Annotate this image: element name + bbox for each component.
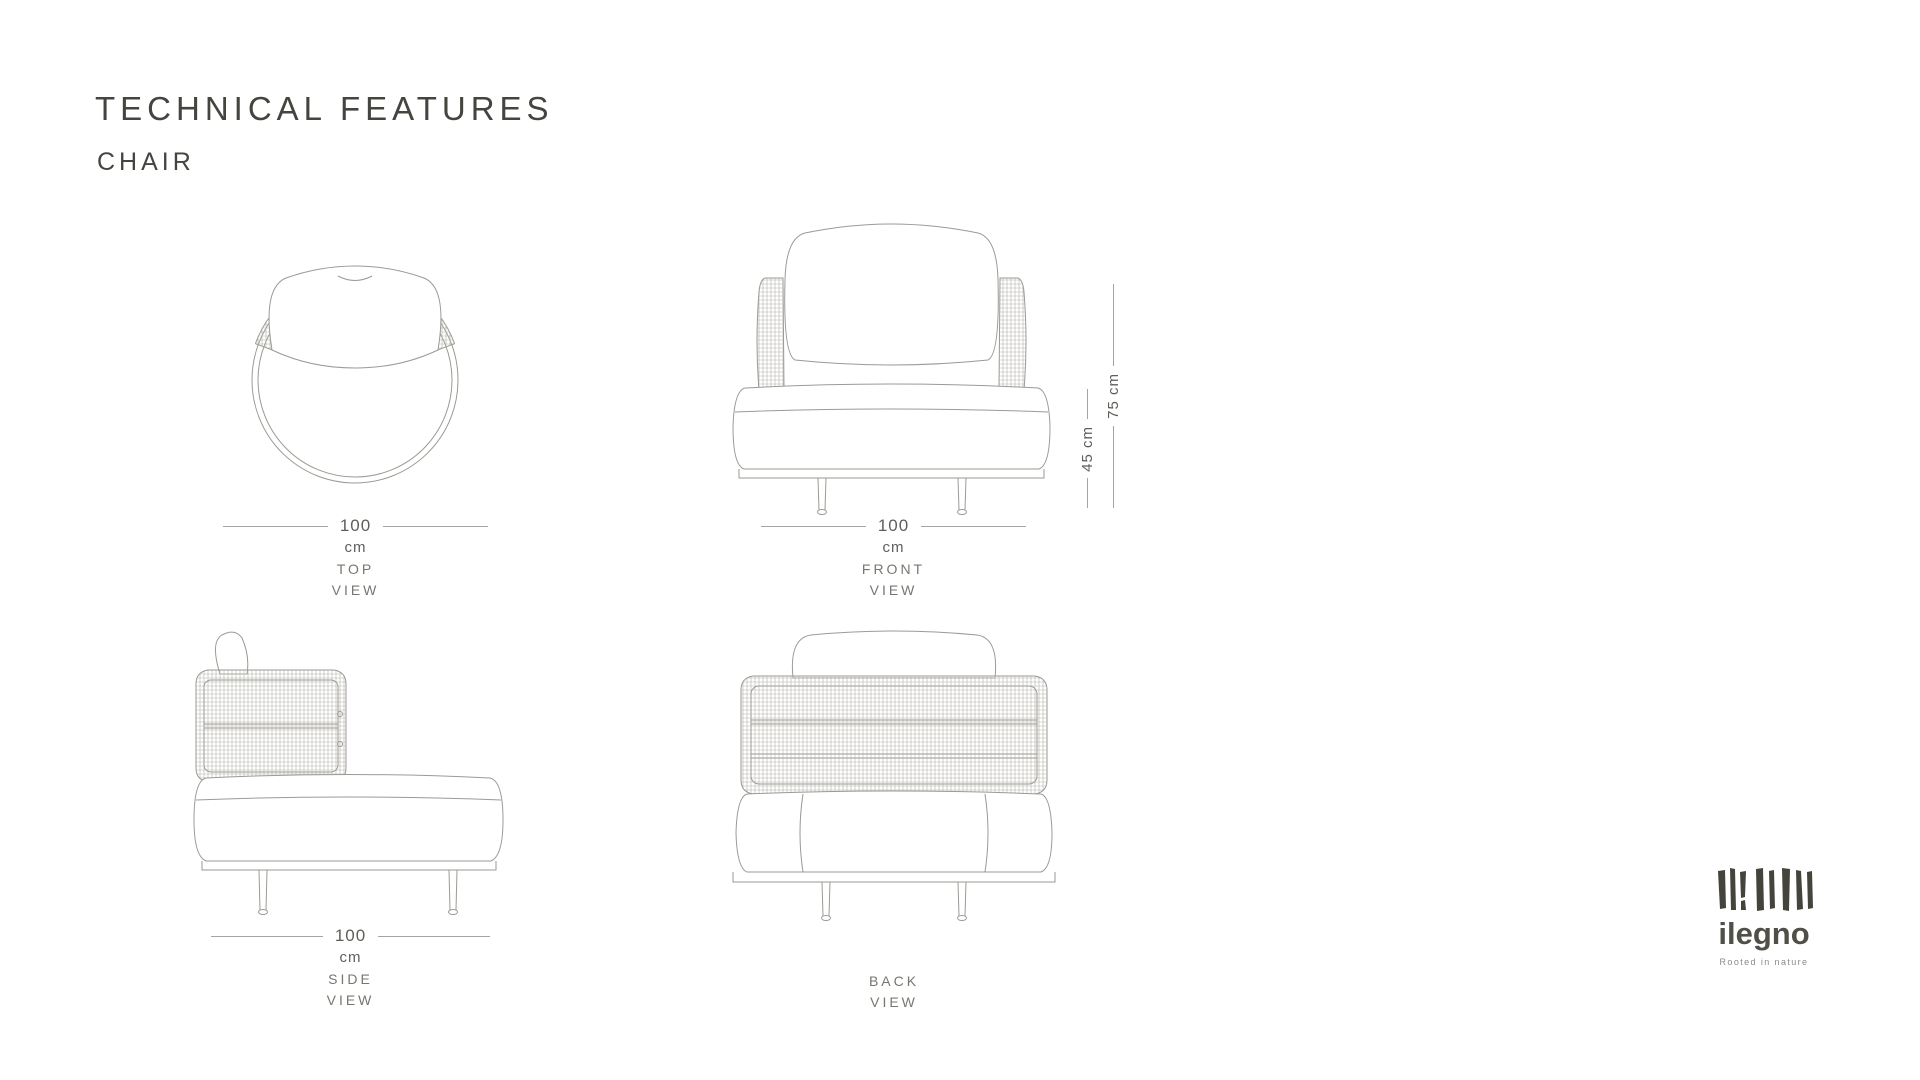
dimension-line-left bbox=[761, 525, 866, 527]
page-title: TECHNICAL FEATURES bbox=[95, 90, 554, 127]
brand-name: ilegno bbox=[1718, 916, 1810, 951]
dimension-value: 100 bbox=[877, 516, 910, 535]
back-cushion-top bbox=[268, 265, 442, 369]
legs bbox=[258, 869, 458, 915]
dimension-line: 100 bbox=[211, 926, 490, 946]
dimension-value: 100 bbox=[339, 516, 372, 535]
brand-tagline: Rooted in nature bbox=[1719, 957, 1809, 967]
dimension-unit: cm bbox=[344, 539, 367, 556]
back-view-label: BACK VIEW bbox=[729, 966, 1059, 1010]
seat-base bbox=[732, 790, 1056, 883]
tree-trunks-icon bbox=[1718, 868, 1813, 911]
dimension-unit: cm bbox=[339, 949, 362, 966]
back-view-drawing bbox=[732, 630, 1056, 921]
brand-logo: ilegno Rooted in nature bbox=[1710, 868, 1818, 967]
dimension-line-top bbox=[1112, 284, 1114, 367]
seat-base bbox=[732, 383, 1051, 479]
side-view-dimension: 100 cm SIDE VIEW bbox=[211, 926, 490, 1008]
front-view-dimension: 100 cm FRONT VIEW bbox=[761, 516, 1026, 598]
left-armrest-weave bbox=[756, 277, 785, 391]
view-label: VIEW bbox=[331, 582, 380, 598]
dimension-line-left bbox=[211, 935, 323, 937]
seat-height-dimension: 45 cm bbox=[1076, 389, 1098, 509]
woven-back-panel bbox=[195, 669, 347, 783]
dimension-line: 100 bbox=[761, 516, 1026, 536]
front-view-drawing bbox=[732, 223, 1051, 515]
dimension-line-right bbox=[383, 525, 488, 527]
dimension-line-right bbox=[921, 525, 1026, 527]
dimension-line: 100 bbox=[223, 516, 488, 536]
view-label: VIEW bbox=[326, 992, 375, 1008]
dimension-unit: cm bbox=[882, 539, 905, 556]
seat-base bbox=[193, 774, 504, 871]
dimension-value: 45 cm bbox=[1078, 425, 1096, 472]
view-label: FRONT bbox=[861, 561, 926, 577]
woven-back-panel bbox=[740, 675, 1048, 795]
side-view-drawing bbox=[193, 631, 504, 915]
right-armrest-weave bbox=[998, 277, 1027, 391]
cushion-top bbox=[791, 630, 997, 679]
dimension-line-top bbox=[1086, 389, 1088, 419]
dimension-value: 75 cm bbox=[1104, 373, 1122, 419]
back-cushion bbox=[784, 223, 999, 366]
view-label: TOP bbox=[336, 561, 375, 577]
dimension-value: 100 bbox=[334, 926, 367, 945]
view-label: SIDE bbox=[328, 971, 373, 987]
top-view-drawing bbox=[251, 265, 459, 484]
dimension-line-left bbox=[223, 525, 328, 527]
view-label: VIEW bbox=[870, 994, 918, 1010]
product-name: CHAIR bbox=[97, 148, 195, 176]
dimension-line-bottom bbox=[1086, 478, 1088, 509]
view-label: VIEW bbox=[869, 582, 918, 598]
dimension-line-bottom bbox=[1112, 425, 1114, 509]
legs bbox=[821, 881, 967, 921]
view-label: BACK bbox=[868, 973, 920, 989]
dimension-line-right bbox=[378, 935, 490, 937]
total-height-dimension: 75 cm bbox=[1102, 284, 1124, 509]
top-view-dimension: 100 cm TOP VIEW bbox=[223, 516, 488, 598]
legs bbox=[817, 477, 967, 515]
cushion-corner bbox=[215, 631, 249, 675]
